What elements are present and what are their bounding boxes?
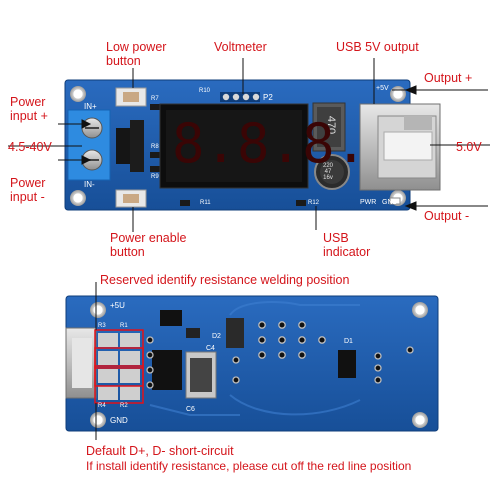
silk-c6: C6: [186, 406, 195, 413]
power-input-plus-label: Power input +: [10, 95, 48, 123]
electrolytic-capacitor: [314, 154, 350, 190]
inductor: [312, 102, 346, 152]
silk-r3: R3: [98, 323, 106, 329]
display-digits: 8. 8. 8.: [172, 112, 367, 176]
silk-r9: R9: [151, 174, 159, 180]
power-input-plus-line-1: Power: [10, 95, 46, 109]
power-enable-button: [115, 189, 147, 208]
digit-2: 8.: [237, 112, 303, 175]
default-short-note: Default D+, D- short-circuit: [86, 444, 234, 458]
voltmeter-label: Voltmeter: [214, 40, 267, 54]
silk-r8: R8: [151, 144, 159, 150]
diode-d1: [338, 350, 356, 378]
usb-indicator-label: USB indicator: [323, 231, 370, 259]
silk-in-minus: IN-: [84, 180, 95, 189]
power-input-minus-line-2: input -: [10, 190, 45, 204]
silk-r2: R2: [120, 403, 128, 409]
silk-gnd: GND: [382, 199, 398, 206]
voltmeter-display: [159, 103, 309, 189]
silk-pwr: PWR: [360, 199, 377, 206]
output-minus-label: Output -: [424, 209, 470, 223]
silk-bottom-gnd: GND: [110, 416, 128, 425]
output-voltage-label: 5.0V: [456, 140, 482, 154]
through-holes: [146, 321, 414, 389]
resistor-pad-grid: [98, 333, 140, 400]
usb-indicator-line-1: USB: [323, 231, 349, 245]
power-enable-line-2: button: [110, 245, 145, 259]
usb-5v-output-port: [359, 103, 441, 191]
install-resistance-note: If install identify resistance, please c…: [86, 459, 412, 473]
power-enable-button-label: Power enable button: [110, 231, 186, 259]
low-power-line-2: button: [106, 54, 141, 68]
power-input-minus-label: Power input -: [10, 176, 45, 204]
power-input-plus-line-2: input +: [10, 109, 48, 123]
usb-indicator-line-2: indicator: [323, 245, 371, 259]
mounting-hole: [390, 86, 406, 102]
low-power-line-1: Low power: [106, 40, 167, 54]
cap-line-1: 220: [323, 163, 334, 169]
leader-lines: [8, 58, 490, 440]
pwr-led: [389, 197, 401, 205]
silk-r10: R10: [199, 88, 211, 94]
red-cut-line-boxes: [94, 329, 144, 404]
top-pcb: [64, 79, 441, 211]
silk-r7: R7: [151, 96, 159, 102]
input-range-label: 4.5-40V: [8, 140, 52, 154]
bottom-pcb: [65, 295, 439, 432]
screw-terminal: [67, 109, 111, 181]
silk-in-plus: IN+: [84, 102, 97, 111]
digit-1: 8.: [172, 112, 238, 175]
power-input-minus-line-1: Power: [10, 176, 46, 190]
silk-d1: D1: [344, 338, 353, 345]
silk-r11: R11: [200, 200, 211, 206]
silk-plus5v: +5V: [376, 85, 389, 92]
reserved-resistance-note: Reserved identify resistance welding pos…: [100, 273, 350, 287]
low-power-button-label: Low power button: [106, 40, 166, 68]
silk-r1: R1: [120, 323, 128, 329]
output-plus-label: Output +: [424, 71, 473, 85]
silk-cap-value: 220 47 16v: [323, 163, 333, 181]
mounting-hole: [70, 190, 86, 206]
silk-bottom-plus5u: +5U: [110, 301, 125, 310]
cap-line-2: 47: [324, 169, 332, 175]
silk-d2: D2: [212, 333, 221, 340]
mounting-hole: [70, 86, 86, 102]
controller-chip: [152, 350, 182, 390]
silk-c4: C4: [206, 345, 215, 352]
silk-r4: R4: [98, 403, 106, 409]
usb-5v-output-label: USB 5V output: [336, 40, 419, 54]
low-power-button: [115, 87, 147, 107]
silk-r12: R12: [308, 200, 320, 206]
digit-3: 8.: [302, 112, 368, 175]
power-enable-line-1: Power enable: [110, 231, 187, 245]
cap-line-3: 16v: [323, 175, 333, 181]
silk-p2: P2: [263, 93, 273, 102]
header-p2: [220, 92, 260, 102]
